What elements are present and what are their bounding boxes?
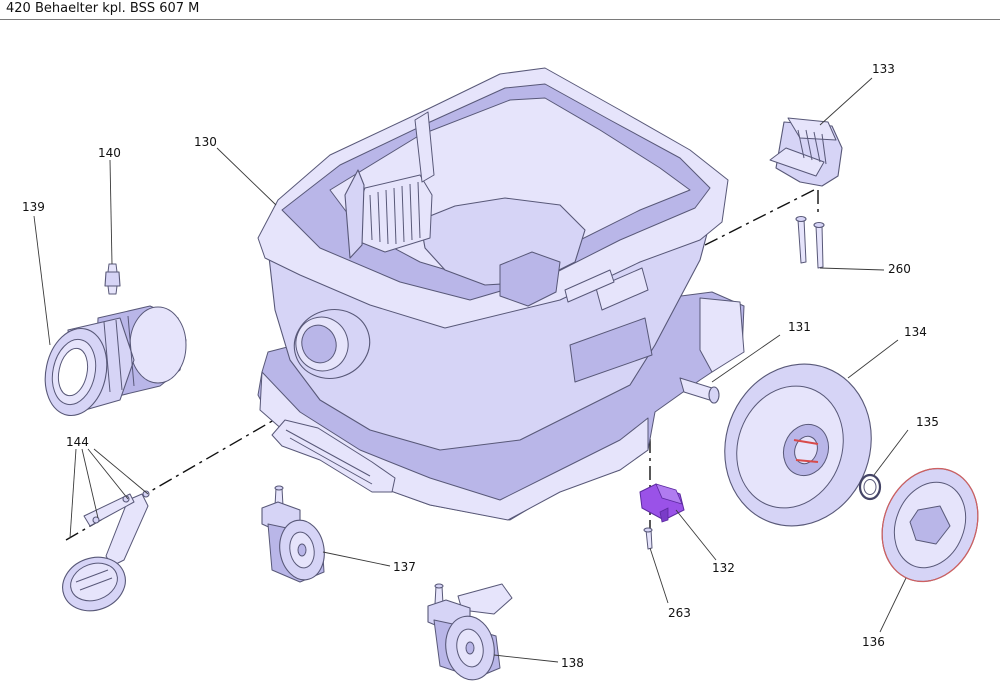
callout-139: 139 [22, 200, 45, 214]
callout-137: 137 [393, 560, 416, 574]
callout-131: 131 [788, 320, 811, 334]
leader-lines [33, 77, 909, 663]
closure-cap[interactable] [55, 490, 150, 619]
rear-wheel[interactable] [702, 343, 893, 546]
callout-263: 263 [668, 606, 691, 620]
callout-134: 134 [904, 325, 927, 339]
callout-144: 144 [66, 435, 89, 449]
tank-container[interactable] [257, 67, 745, 521]
callout-133: 133 [872, 62, 895, 76]
axis-bracket [704, 187, 819, 246]
small-screw[interactable] [643, 527, 653, 550]
hose-socket[interactable] [38, 305, 187, 421]
screw-pair[interactable] [795, 215, 825, 269]
connector-pin[interactable] [104, 263, 121, 295]
callout-260: 260 [888, 262, 911, 276]
callout-136: 136 [862, 635, 885, 649]
bracket-part[interactable] [769, 117, 843, 187]
swivel-caster[interactable] [261, 485, 329, 583]
callout-132: 132 [712, 561, 735, 575]
page-title: 420 Behaelter kpl. BSS 607 M [6, 1, 200, 16]
callout-135: 135 [916, 415, 939, 429]
hub-cap[interactable] [866, 454, 995, 596]
retaining-ring[interactable] [858, 473, 882, 501]
callout-140: 140 [98, 146, 121, 160]
header: 420 Behaelter kpl. BSS 607 M [0, 0, 1000, 20]
highlighted-clip[interactable] [639, 483, 685, 523]
braked-caster[interactable] [427, 583, 513, 684]
callout-138: 138 [561, 656, 584, 670]
callout-130: 130 [194, 135, 217, 149]
callout-labels: 130 140 139 144 133 260 131 134 135 136 … [22, 62, 939, 670]
